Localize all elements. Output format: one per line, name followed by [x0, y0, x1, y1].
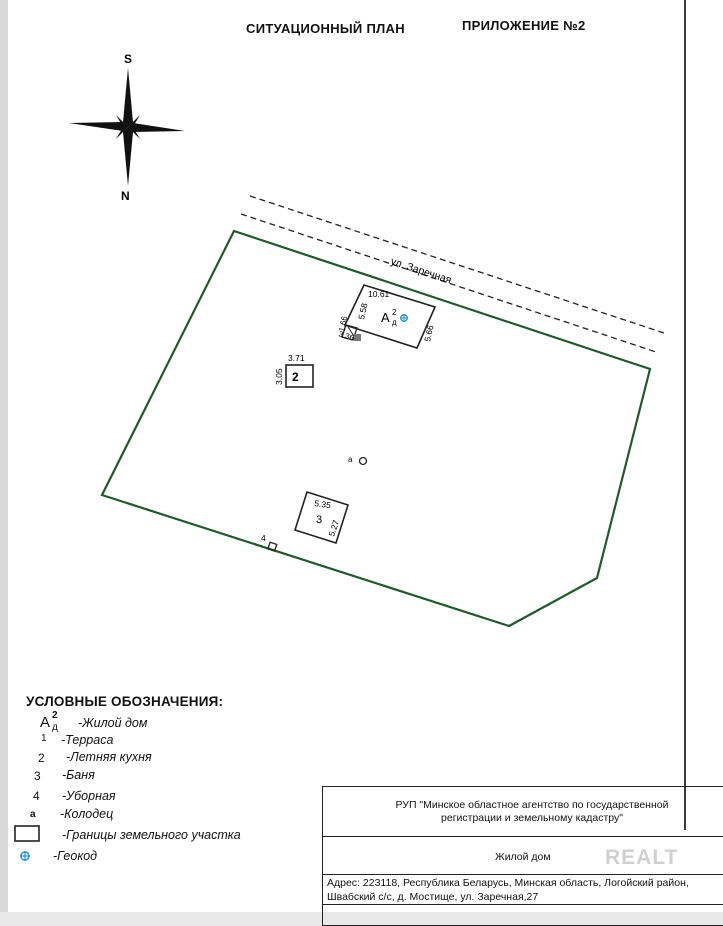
street-line-lower	[240, 213, 657, 353]
sheet-frame-line	[684, 0, 686, 830]
legend-boundary-text: -Границы земельного участка	[62, 828, 241, 842]
house-label: А	[381, 310, 390, 325]
terrace-building	[341, 324, 358, 341]
organization-line-2: регистрации и земельному кадастру"	[441, 812, 623, 824]
house-dim-inner: 5.58	[356, 302, 369, 321]
legend-house-sub: д	[52, 722, 58, 733]
house-label-sup: 2	[392, 308, 397, 317]
compass-north-label: N	[121, 189, 130, 203]
well-symbol	[358, 456, 368, 466]
geodetic-point-icon	[400, 314, 408, 322]
compass-south-label: S	[124, 52, 132, 66]
legend-toilet-symbol: 4	[33, 789, 40, 803]
organization-line-1: РУП "Минское областное агентство по госу…	[395, 799, 669, 811]
page-title: СИТУАЦИОННЫЙ ПЛАН	[246, 21, 405, 36]
legend-geodetic-icon	[20, 851, 30, 861]
compass-rose-icon	[69, 68, 185, 186]
address-line-2: Швабский с/с, д. Мостище, ул. Заречная,2…	[327, 891, 539, 903]
bathhouse-building	[293, 490, 350, 545]
legend-boundary-symbol	[14, 825, 40, 842]
appendix-label: ПРИЛОЖЕНИЕ №2	[462, 18, 586, 33]
bathhouse-label: 3	[316, 514, 322, 526]
summer-kitchen-dim-top: 3.71	[288, 353, 305, 363]
toilet-label: 4	[261, 533, 266, 543]
bathhouse-dim-right: 5.27	[326, 519, 341, 538]
legend-kitchen-symbol: 2	[38, 751, 45, 765]
summer-kitchen-label: 2	[292, 370, 299, 384]
house-building	[341, 284, 437, 349]
legend-house-text: -Жилой дом	[78, 716, 148, 730]
well-label: а	[348, 455, 353, 464]
terrace-dim-a: 1.66	[337, 315, 349, 333]
legend-kitchen-text: -Летняя кухня	[66, 750, 152, 764]
house-dim-top: 10.61	[368, 289, 390, 299]
legend-geodetic-text: -Геокод	[53, 849, 98, 863]
house-porch-hatch	[354, 334, 361, 341]
house-dim-right: 5.66	[422, 324, 435, 343]
legend-terrace-text: -Терраса	[61, 733, 114, 747]
legend-well-text: -Колодец	[60, 807, 114, 821]
legend-bathhouse-text: -Баня	[62, 768, 95, 782]
street-line-upper	[249, 195, 665, 334]
toilet-building	[267, 541, 278, 552]
legend-house-letter: А	[40, 714, 51, 731]
title-block-organization: РУП "Минское областное агентство по госу…	[323, 787, 723, 837]
summer-kitchen-dim-left: 3.05	[274, 368, 284, 385]
watermark: REALT	[605, 846, 679, 869]
legend-terrace-symbol: 1	[41, 733, 47, 744]
address-line-1: Адрес: 223118, Республика Беларусь, Минс…	[327, 877, 689, 889]
bathhouse-dim-top: 5.35	[314, 498, 332, 510]
legend-bathhouse-symbol: 3	[34, 769, 41, 783]
title-block-object: Жилой дом	[323, 837, 723, 875]
summer-kitchen-building	[285, 364, 314, 388]
object-type: Жилой дом	[495, 851, 551, 863]
legend-house-sup: 2	[52, 710, 58, 721]
land-plot-boundary	[100, 229, 652, 628]
title-block-address: Адрес: 223118, Республика Беларусь, Минс…	[323, 875, 723, 905]
house-label-sub: д	[392, 318, 397, 327]
legend-title: УСЛОВНЫЕ ОБОЗНАЧЕНИЯ:	[26, 694, 224, 709]
legend-toilet-text: -Уборная	[62, 789, 116, 803]
legend-house-symbol: А 2 д	[40, 710, 58, 733]
sheet-left-shadow	[0, 0, 8, 912]
legend-well-symbol: а	[30, 809, 36, 820]
terrace-dim-b: 3.36	[337, 329, 355, 343]
